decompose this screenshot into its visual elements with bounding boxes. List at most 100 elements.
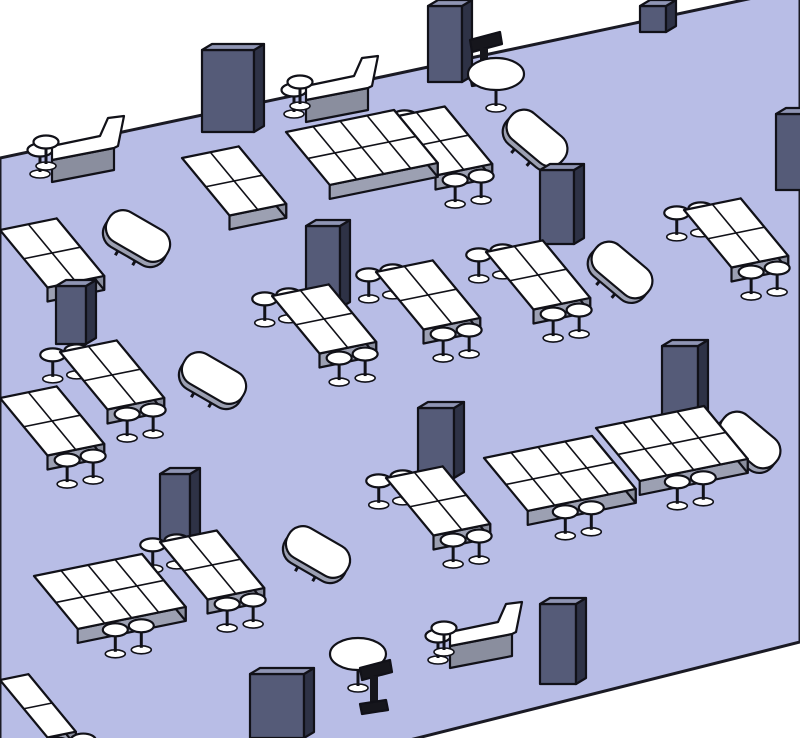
pillar xyxy=(248,666,316,738)
round-table-top xyxy=(466,56,526,92)
pillar-front xyxy=(538,602,578,686)
pillar-front xyxy=(426,4,464,84)
pillar xyxy=(200,42,266,134)
pillar-side xyxy=(84,278,98,346)
pillar-side xyxy=(574,596,588,686)
workstation-cluster xyxy=(251,283,379,387)
stool-seat xyxy=(455,322,483,338)
pillar xyxy=(660,338,710,424)
workstation-cluster xyxy=(482,434,637,541)
table-top xyxy=(180,351,248,405)
lectern xyxy=(358,658,394,716)
workstation-cluster xyxy=(465,239,593,343)
reception-desk xyxy=(26,114,126,184)
desk-divider xyxy=(617,431,727,456)
workstation-cluster xyxy=(32,552,187,659)
pillar-top xyxy=(248,666,316,676)
desk-divider xyxy=(509,268,567,282)
stool-seat xyxy=(551,504,579,520)
desk-divider xyxy=(55,579,165,604)
pillar-front xyxy=(200,48,256,134)
pillar-top xyxy=(304,218,352,228)
lectern-post xyxy=(370,676,378,706)
round-table xyxy=(328,636,388,693)
stool-seat xyxy=(239,592,267,608)
table-top xyxy=(505,108,569,168)
stool-seat xyxy=(689,470,717,486)
meeting-table xyxy=(586,240,654,305)
pillar-top xyxy=(638,0,678,8)
stool-seat xyxy=(577,500,605,516)
pillar xyxy=(538,596,588,686)
desk-divider xyxy=(399,288,457,302)
desk-divider xyxy=(83,368,141,382)
stool-seat xyxy=(429,326,457,342)
desk-divider xyxy=(505,461,615,486)
pillar-top xyxy=(660,338,710,348)
reception-desk xyxy=(424,600,524,670)
meeting-table xyxy=(281,525,352,585)
stool-seat xyxy=(465,528,493,544)
pillar-front xyxy=(248,672,306,738)
pillar-front xyxy=(774,112,800,192)
table-top xyxy=(284,525,352,579)
stool-seat xyxy=(467,168,495,184)
stool-seat xyxy=(663,474,691,490)
stool-seat xyxy=(139,402,167,418)
desk-divider xyxy=(707,226,765,240)
stool-seat xyxy=(325,350,353,366)
workstation-cluster xyxy=(139,529,267,633)
stool-seat xyxy=(286,74,314,90)
stool-seat xyxy=(70,732,97,738)
counter-top xyxy=(50,114,126,162)
pillar-side xyxy=(452,400,466,480)
pillar-front xyxy=(538,168,576,246)
table-top xyxy=(104,209,172,263)
meeting-table xyxy=(501,108,569,173)
desk-divider xyxy=(183,558,241,572)
stool-seat xyxy=(441,172,469,188)
workstation-cluster xyxy=(284,108,439,200)
pillar xyxy=(638,0,678,34)
pillar-front xyxy=(54,284,88,346)
stool-seat xyxy=(737,264,765,280)
stool-seat xyxy=(351,346,379,362)
pillar xyxy=(426,0,474,84)
stool-seat xyxy=(539,306,567,322)
desk-divider xyxy=(23,702,53,710)
pillar-side xyxy=(338,218,352,310)
workstation-cluster xyxy=(594,404,749,511)
workstation-cluster xyxy=(355,259,483,363)
meeting-table xyxy=(177,351,248,411)
reception-desk xyxy=(280,54,380,124)
pillar xyxy=(416,400,466,480)
pillar-top xyxy=(426,0,474,8)
desk-divider xyxy=(23,246,81,260)
pillar-top xyxy=(158,466,202,476)
pillar-top xyxy=(538,596,588,606)
desk-divider xyxy=(205,174,263,188)
pillar-side xyxy=(252,42,266,134)
pillar-front xyxy=(638,4,668,34)
pillar-side xyxy=(572,162,586,246)
stool-seat xyxy=(565,302,593,318)
stool-seat xyxy=(439,532,467,548)
workstation-cluster xyxy=(180,145,288,231)
desk-divider xyxy=(307,135,417,160)
pillar-top xyxy=(200,42,266,52)
lectern-top xyxy=(468,30,504,54)
stool-seat xyxy=(113,406,141,422)
desk-divider xyxy=(23,414,81,428)
stool-seat xyxy=(213,596,241,612)
pillar-top xyxy=(774,106,800,116)
pillar xyxy=(774,106,800,192)
stool-seat xyxy=(53,452,81,468)
pillar xyxy=(538,162,586,246)
desk-divider xyxy=(409,494,467,508)
lectern-base xyxy=(358,698,390,716)
meeting-table xyxy=(101,209,172,269)
stool-seat xyxy=(32,134,60,150)
round-table xyxy=(466,56,526,113)
meeting-table-body xyxy=(586,240,654,305)
